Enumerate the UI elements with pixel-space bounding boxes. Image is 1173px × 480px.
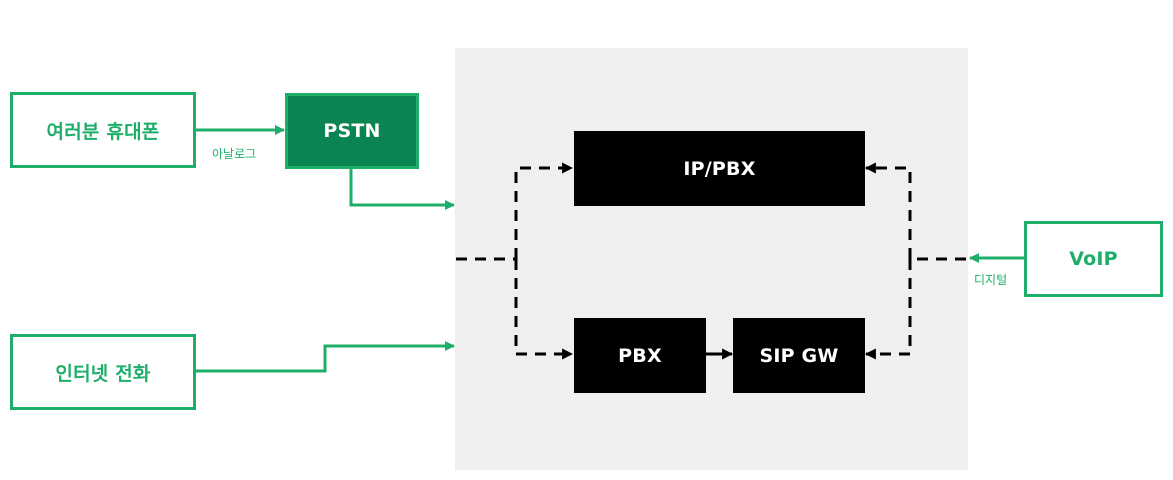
- branch-to-ip-pbx-right-dashed: [864, 162, 912, 259]
- pstn-box: PSTN: [285, 93, 419, 169]
- internet-phone-box: 인터넷 전화: [10, 334, 196, 410]
- branch-to-ip-pbx-dashed: [514, 162, 574, 259]
- analog-label: 아날로그: [212, 147, 257, 161]
- internet-phone-to-panel-arrow: [196, 341, 455, 373]
- pbx-box: PBX: [574, 318, 706, 393]
- ip-pbx-box: IP/PBX: [574, 131, 865, 206]
- mobile-phone-box: 여러분 휴대폰: [10, 92, 196, 168]
- pbx-system-panel: [455, 48, 968, 470]
- internet-phone-label: 인터넷 전화: [55, 362, 151, 385]
- pbx-label: PBX: [618, 344, 662, 367]
- digital-label: 디지털: [974, 273, 1008, 287]
- mobile-phone-label: 여러분 휴대폰: [46, 120, 160, 143]
- pstn-label: PSTN: [323, 120, 381, 142]
- branch-to-sip-gw-dashed: [864, 259, 912, 360]
- voip-label: VoIP: [1069, 248, 1118, 270]
- sip-gw-label: SIP GW: [759, 344, 839, 367]
- branch-to-pbx-dashed: [514, 259, 574, 360]
- sip-gw-box: SIP GW: [733, 318, 865, 393]
- ip-pbx-label: IP/PBX: [683, 157, 756, 180]
- voip-box: VoIP: [1024, 221, 1163, 297]
- pstn-to-panel-arrow: [349, 169, 455, 210]
